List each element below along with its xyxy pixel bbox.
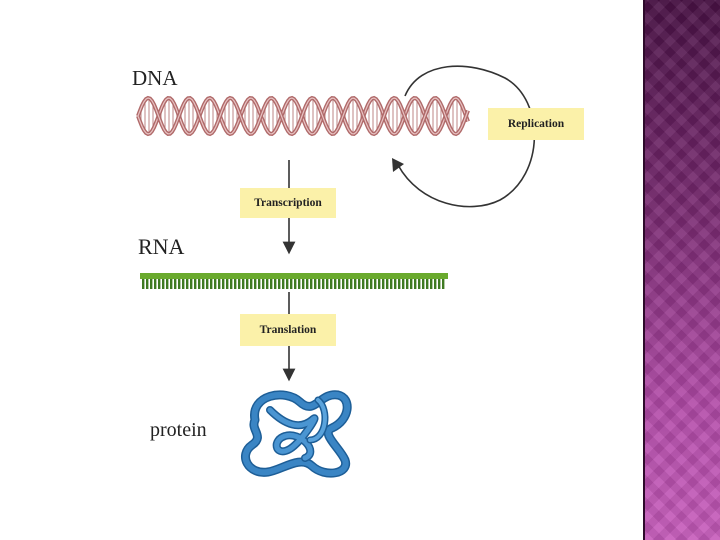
rna-base [434,279,436,289]
rna-base [162,279,164,289]
rna-base [394,279,396,289]
rna-base [370,279,372,289]
rna-base [342,279,344,289]
rna-base [234,279,236,289]
rna-base [270,279,272,289]
rna-base [426,279,428,289]
translation-box: Translation [240,314,336,346]
rna-base [150,279,152,289]
rna-base [170,279,172,289]
rna-base [258,279,260,289]
transcription-box: Transcription [240,188,336,218]
rna-base [146,279,148,289]
rna-base [226,279,228,289]
rna-base [242,279,244,289]
side-band-edge [643,0,645,540]
rna-base [214,279,216,289]
rna-base [210,279,212,289]
rna-base [438,279,440,289]
rna-base [158,279,160,289]
rna-base [254,279,256,289]
rna-bases [142,279,444,289]
dna-label: DNA [132,68,178,89]
rna-base [182,279,184,289]
replication-arrowhead [392,158,404,172]
rna-base [282,279,284,289]
rna-base [374,279,376,289]
rna-base [410,279,412,289]
rna-base [406,279,408,289]
rna-base [166,279,168,289]
rna-base [334,279,336,289]
rna-base [414,279,416,289]
dna-helix [138,98,468,134]
rna-base [430,279,432,289]
rna-base [326,279,328,289]
rna-base [322,279,324,289]
rna-base [218,279,220,289]
rna-base [174,279,176,289]
rna-label: RNA [138,236,184,258]
rna-backbone [140,273,448,279]
rna-base [354,279,356,289]
rna-base [314,279,316,289]
rna-base [194,279,196,289]
rna-base [230,279,232,289]
rna-base [278,279,280,289]
rna-base [274,279,276,289]
translation-label: Translation [260,324,317,336]
rna-base [338,279,340,289]
rna-base [306,279,308,289]
protein-structure [245,395,347,473]
replication-label: Replication [508,118,564,130]
decorative-side-band [643,0,720,540]
rna-base [178,279,180,289]
rna-base [318,279,320,289]
rna-base [266,279,268,289]
rna-base [186,279,188,289]
rna-base [154,279,156,289]
rna-base [398,279,400,289]
rna-base [222,279,224,289]
rna-base [350,279,352,289]
rna-base [310,279,312,289]
rna-base [142,279,144,289]
rna-base [346,279,348,289]
rna-base [378,279,380,289]
rna-base [202,279,204,289]
rna-base [418,279,420,289]
rna-base [298,279,300,289]
rna-base [358,279,360,289]
rna-base [386,279,388,289]
rna-strand [140,273,448,289]
rna-base [262,279,264,289]
rna-base [382,279,384,289]
rna-base [294,279,296,289]
rna-base [330,279,332,289]
transcription-label: Transcription [254,197,322,209]
replication-box: Replication [488,108,584,140]
rna-base [198,279,200,289]
rna-base [402,279,404,289]
rna-base [190,279,192,289]
rna-base [422,279,424,289]
rna-base [238,279,240,289]
rna-base [442,279,444,289]
rna-base [302,279,304,289]
rna-base [362,279,364,289]
rna-base [286,279,288,289]
rna-base [246,279,248,289]
rna-base [366,279,368,289]
rna-base [290,279,292,289]
protein-label: protein [150,420,207,440]
rna-base [206,279,208,289]
rna-base [390,279,392,289]
rna-base [250,279,252,289]
